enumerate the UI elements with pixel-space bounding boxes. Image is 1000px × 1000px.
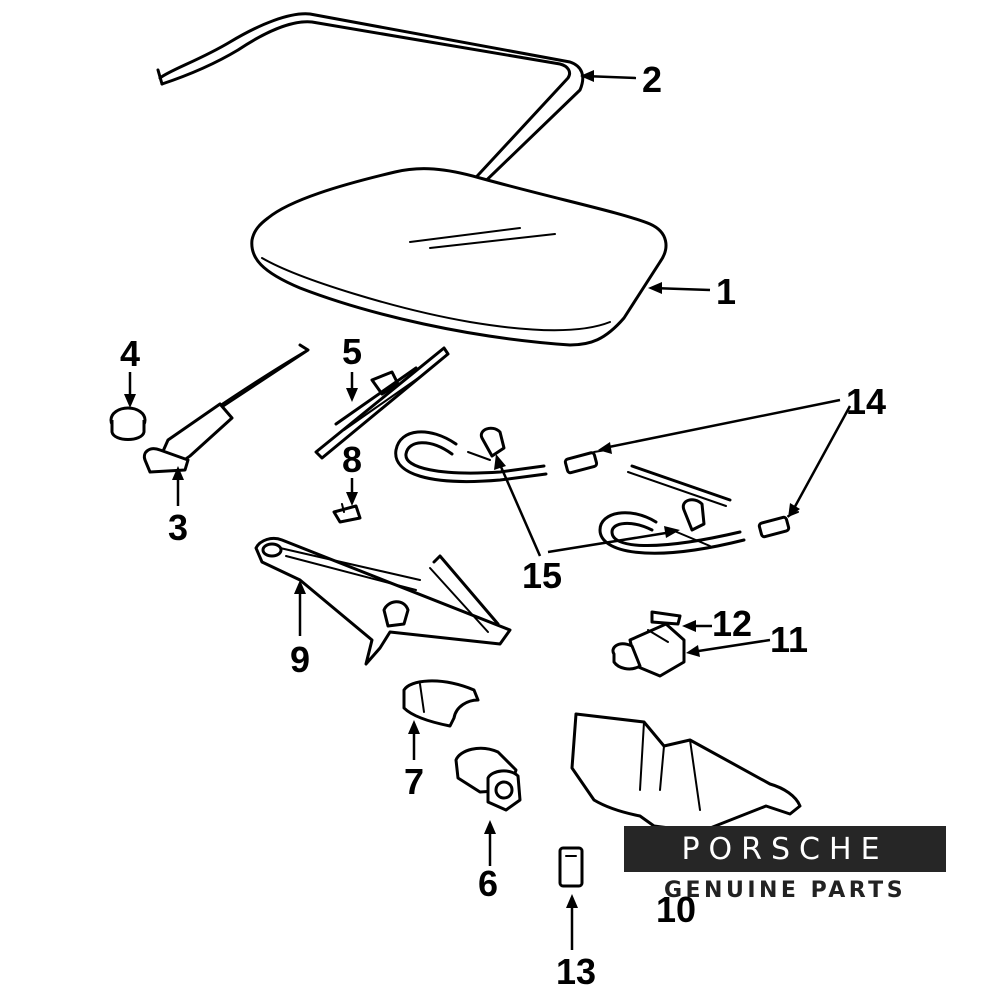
- part-11-pump: [611, 622, 686, 678]
- part-4-cap: [109, 406, 147, 441]
- part-6-motor: [454, 746, 522, 812]
- callout-12: 12: [712, 603, 752, 644]
- callout-7: 7: [404, 761, 424, 802]
- callout-14: 14: [846, 381, 886, 422]
- callout-labels: 1 2 3 4 5 6 7 8 9 10 11 12 13 14 15: [120, 59, 886, 992]
- part-13-clip: [558, 846, 584, 888]
- leader-lines: [124, 70, 852, 950]
- washer-rod: [627, 464, 732, 507]
- callout-5: 5: [342, 331, 362, 372]
- callout-6: 6: [478, 863, 498, 904]
- brand-tagline: GENUINE PARTS: [663, 878, 907, 903]
- part-2-weatherstrip: [156, 12, 585, 202]
- part-8-clip: [332, 503, 362, 524]
- callout-2: 2: [642, 59, 662, 100]
- part-9-linkage: [254, 536, 512, 666]
- part-14-nozzles: [563, 449, 799, 539]
- callout-15: 15: [522, 555, 562, 596]
- part-3-wiper-arm: [142, 343, 310, 474]
- callout-11: 11: [770, 619, 808, 660]
- callout-13: 13: [556, 951, 596, 992]
- part-5-wiper-blade: [314, 346, 450, 460]
- callout-3: 3: [168, 507, 188, 548]
- callout-1: 1: [716, 271, 736, 312]
- part-7-cover: [402, 679, 480, 728]
- porsche-logo-text: PORSCHE: [681, 832, 888, 867]
- part-1-glass: [250, 167, 668, 347]
- callout-9: 9: [290, 639, 310, 680]
- callout-8: 8: [342, 439, 362, 480]
- part-12-seal: [650, 610, 682, 626]
- part-10-reservoir: [570, 712, 802, 834]
- porsche-logo: PORSCHE: [624, 826, 946, 872]
- brand-block: PORSCHE GENUINE PARTS: [624, 826, 946, 908]
- part-15-washer-hoses: [394, 426, 746, 555]
- callout-4: 4: [120, 333, 140, 374]
- callout-10: 10: [656, 889, 696, 930]
